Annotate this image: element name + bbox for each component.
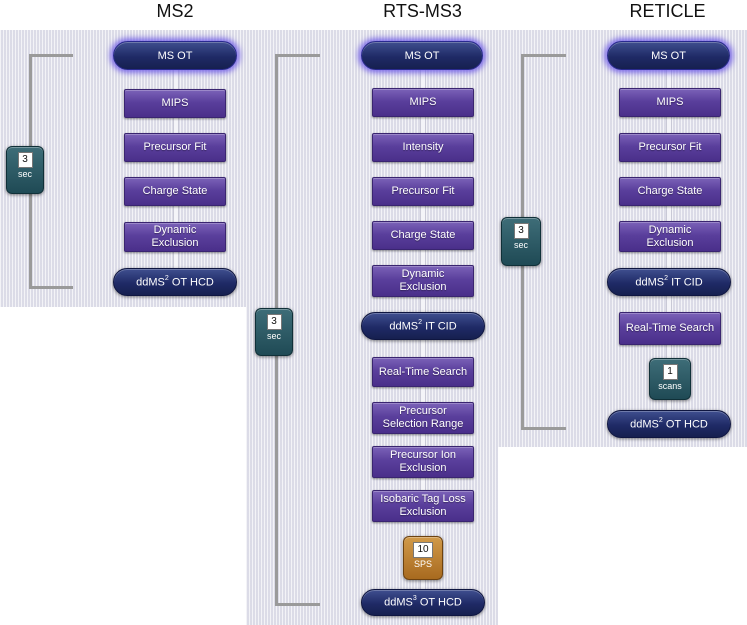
badge-unit: sec	[513, 240, 528, 250]
step-label: MIPS	[409, 96, 437, 108]
badge-value: 3	[513, 223, 529, 239]
rts-step-precursor-fit[interactable]: Precursor Fit	[372, 177, 474, 206]
badge-unit: SPS	[413, 559, 432, 569]
reticle-step-real-time-search[interactable]: Real-Time Search	[619, 312, 721, 345]
step-label: Intensity	[402, 141, 444, 153]
step-label: Dynamic Exclusion	[151, 224, 199, 249]
title-reticle: RETICLE	[629, 1, 706, 21]
ms2-ms-ot-scan[interactable]: MS OT	[113, 41, 237, 70]
ms2-ddms2-ot-hcd-scan[interactable]: ddMS2 OT HCD	[113, 268, 237, 296]
step-label: Precursor Ion Exclusion	[389, 449, 457, 474]
badge-unit: sec	[266, 331, 281, 341]
reticle-bracket-top	[521, 54, 566, 57]
scan-label: ddMS2 OT HCD	[136, 274, 214, 289]
panel-ms2	[0, 30, 250, 307]
reticle-cycle-time-badge: 3 sec	[501, 217, 541, 266]
rts-step-intensity[interactable]: Intensity	[372, 133, 474, 162]
rts-ddms2-it-cid-scan[interactable]: ddMS2 IT CID	[361, 312, 485, 340]
ms2-step-precursor-fit[interactable]: Precursor Fit	[124, 133, 226, 162]
reticle-step-charge-state[interactable]: Charge State	[619, 177, 721, 206]
badge-unit: sec	[17, 169, 32, 179]
step-label: Dynamic Exclusion	[646, 223, 694, 249]
scan-label: MS OT	[651, 49, 686, 62]
scan-label: MS OT	[404, 49, 440, 62]
rts-step-dynamic-exclusion[interactable]: Dynamic Exclusion	[372, 265, 474, 297]
badge-value: 10	[413, 542, 433, 558]
scan-label: MS OT	[157, 49, 193, 62]
step-label: Real-Time Search	[378, 365, 468, 378]
badge-value: 3	[17, 152, 33, 168]
badge-unit: scans	[658, 381, 682, 391]
step-label: Precursor Selection Range	[382, 405, 464, 430]
reticle-step-mips[interactable]: MIPS	[619, 88, 721, 117]
step-label: Charge State	[142, 185, 208, 197]
title-ms2: MS2	[156, 1, 194, 21]
ms2-bracket-top	[29, 54, 73, 57]
rts-cycle-time-badge: 3 sec	[255, 308, 293, 356]
reticle-ms-ot-scan[interactable]: MS OT	[607, 41, 730, 70]
ms2-cycle-time-badge: 3 sec	[6, 146, 44, 194]
step-label: Real-Time Search	[625, 322, 715, 334]
reticle-bracket-bottom	[521, 427, 566, 430]
step-label: MIPS	[656, 96, 684, 108]
ms2-step-charge-state[interactable]: Charge State	[124, 177, 226, 206]
step-label: Precursor Fit	[143, 141, 207, 153]
rts-bracket-bottom	[275, 603, 320, 606]
ms2-bracket-bottom	[29, 286, 73, 289]
scan-label: ddMS2 IT CID	[635, 274, 703, 289]
rts-ms-ot-scan[interactable]: MS OT	[361, 41, 483, 70]
scan-label: ddMS2 OT HCD	[630, 416, 708, 431]
title-rts-ms3: RTS-MS3	[383, 1, 462, 21]
ms2-step-dynamic-exclusion[interactable]: Dynamic Exclusion	[124, 222, 226, 252]
rts-ddms3-ot-hcd-scan[interactable]: ddMS3 OT HCD	[361, 589, 485, 616]
reticle-scans-badge: 1 scans	[649, 358, 691, 400]
reticle-ddms2-it-cid-scan[interactable]: ddMS2 IT CID	[607, 268, 731, 296]
ms2-step-mips[interactable]: MIPS	[124, 89, 226, 118]
rts-step-precursor-selection-range[interactable]: Precursor Selection Range	[372, 402, 474, 434]
step-label: Precursor Fit	[638, 141, 702, 153]
ms2-spine	[173, 60, 179, 282]
step-label: Isobaric Tag Loss Exclusion	[380, 493, 466, 518]
rts-step-precursor-ion-exclusion[interactable]: Precursor Ion Exclusion	[372, 446, 474, 478]
rts-bracket-top	[275, 54, 320, 57]
badge-value: 3	[266, 314, 282, 330]
reticle-ddms2-ot-hcd-scan[interactable]: ddMS2 OT HCD	[607, 410, 731, 438]
step-label: Charge State	[390, 229, 456, 241]
reticle-step-dynamic-exclusion[interactable]: Dynamic Exclusion	[619, 221, 721, 252]
step-label: MIPS	[161, 97, 189, 109]
scan-label: ddMS3 OT HCD	[384, 595, 462, 609]
rts-step-charge-state[interactable]: Charge State	[372, 221, 474, 250]
step-label: Precursor Fit	[391, 185, 455, 197]
rts-step-real-time-search[interactable]: Real-Time Search	[372, 357, 474, 387]
rts-step-isobaric-tag-loss-exclusion[interactable]: Isobaric Tag Loss Exclusion	[372, 490, 474, 522]
reticle-step-precursor-fit[interactable]: Precursor Fit	[619, 133, 721, 162]
badge-value: 1	[662, 364, 678, 380]
rts-step-mips[interactable]: MIPS	[372, 88, 474, 117]
scan-label: ddMS2 IT CID	[389, 318, 457, 333]
step-label: Dynamic Exclusion	[399, 268, 447, 293]
step-label: Charge State	[637, 185, 703, 197]
rts-sps-badge: 10 SPS	[403, 536, 443, 580]
